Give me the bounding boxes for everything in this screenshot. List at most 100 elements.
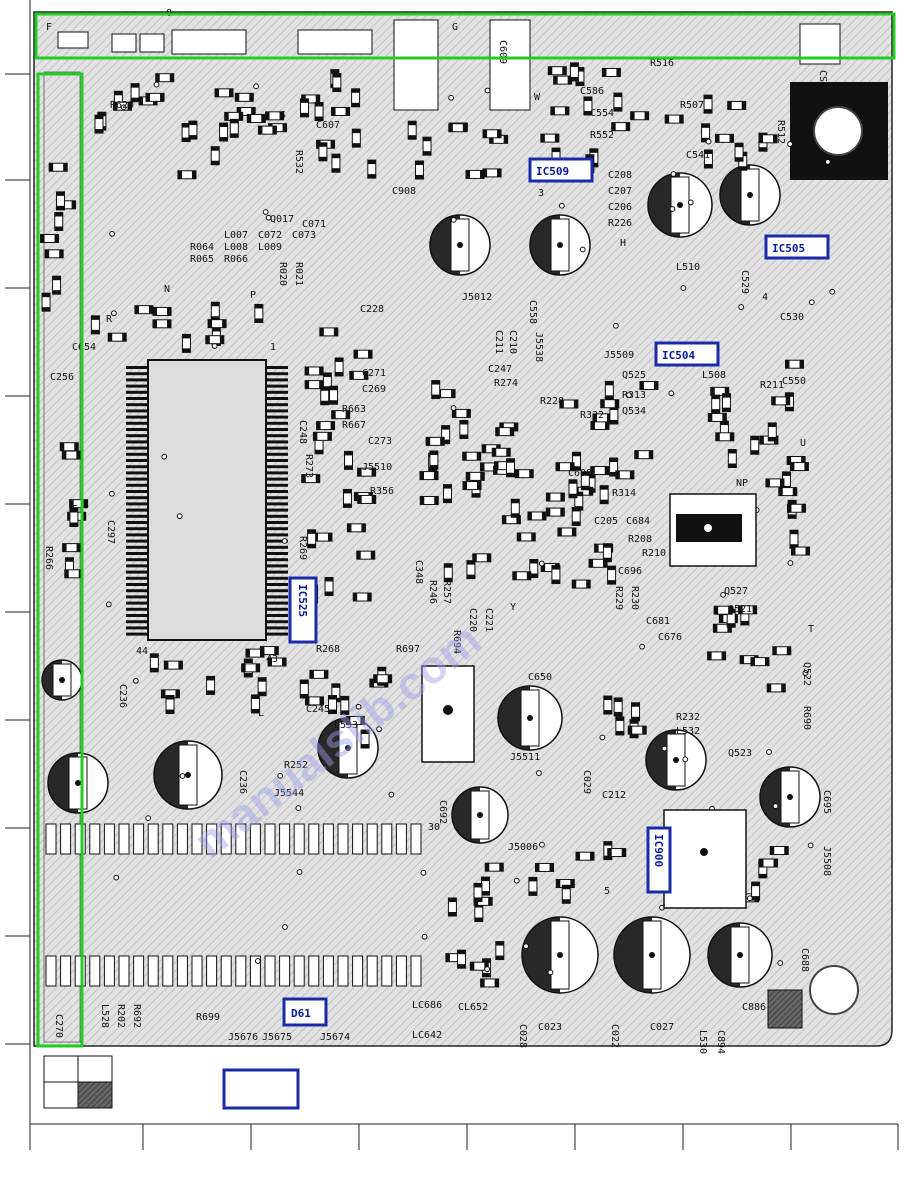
- silkscreen-label-c028: C028: [517, 1024, 528, 1048]
- silkscreen-label-c027: C027: [650, 1022, 674, 1033]
- silkscreen-label-y-mark: Y: [510, 602, 516, 613]
- silkscreen-label-c554: C554: [590, 108, 614, 119]
- silkscreen-label-r-mark: R: [106, 314, 113, 325]
- d61-highlight: D61: [282, 997, 328, 1027]
- silkscreen-label-r620: R620: [110, 100, 134, 111]
- highlight-legend-box: [222, 1068, 300, 1110]
- silkscreen-label-c586: C586: [580, 86, 604, 97]
- bottom-connector-bottom: [45, 955, 422, 987]
- mounting-hole-bottom: [809, 965, 859, 1015]
- silkscreen-label-l533: L533: [334, 720, 358, 731]
- silkscreen-label-r274: R274: [494, 378, 518, 389]
- silkscreen-label-c205: C205: [594, 516, 618, 527]
- layer-legend: [43, 1055, 113, 1109]
- silkscreen-label-c684: C684: [626, 516, 650, 527]
- silkscreen-label-c022: C022: [609, 1024, 620, 1048]
- silkscreen-label-c607: C607: [316, 120, 340, 131]
- silkscreen-label-c247: C247: [488, 364, 512, 375]
- silkscreen-label-c698: C698: [568, 468, 592, 479]
- highlight-green-left: [36, 72, 84, 1048]
- silkscreen-label-f-mark: F: [46, 22, 52, 33]
- regulator-ic-center: [421, 665, 475, 763]
- silkscreen-label-q521: Q521: [728, 604, 752, 615]
- silkscreen-label-lc642: LC642: [412, 1030, 442, 1041]
- silkscreen-label-c072: C072: [258, 230, 282, 241]
- silkscreen-label-g-mark: G: [452, 22, 458, 33]
- ic504-highlight: IC504: [654, 341, 720, 367]
- silkscreen-label-np: NP: [736, 478, 748, 489]
- silkscreen-label-r208: R208: [628, 534, 652, 545]
- silkscreen-label-q527: Q527: [724, 586, 748, 597]
- silkscreen-label-r020: R020: [277, 262, 288, 286]
- silkscreen-label-q523: Q523: [728, 748, 752, 759]
- silkscreen-label-r532: R532: [293, 150, 304, 174]
- main-qfp-ic: [126, 359, 288, 641]
- silkscreen-label-j5510: J5510: [362, 462, 392, 473]
- silkscreen-label-c558: C558: [527, 300, 538, 324]
- terminal-block: [767, 989, 803, 1029]
- silkscreen-label-c908: C908: [392, 186, 416, 197]
- silkscreen-label-c609: C609: [497, 40, 508, 64]
- silkscreen-label-c650: C650: [528, 672, 552, 683]
- silkscreen-label-c273: C273: [368, 436, 392, 447]
- silkscreen-label-r699: R699: [196, 1012, 220, 1023]
- silkscreen-label-c248: C248: [297, 420, 308, 444]
- silkscreen-label-q522: Q522: [801, 662, 812, 686]
- silkscreen-label-j5508: J5508: [821, 846, 832, 876]
- silkscreen-label-c206: C206: [608, 202, 632, 213]
- silkscreen-label-c270: C270: [53, 1014, 64, 1038]
- silkscreen-label-r252: R252: [284, 760, 308, 771]
- silkscreen-label-r663: R663: [342, 404, 366, 415]
- silkscreen-label-r202: R202: [115, 1004, 126, 1028]
- silkscreen-label-pin4: 4: [762, 292, 768, 303]
- ic504-label: IC504: [662, 349, 695, 362]
- silkscreen-label-r273: R273: [303, 454, 314, 478]
- silkscreen-label-r552: R552: [590, 130, 614, 141]
- silkscreen-label-j5511: J5511: [510, 752, 540, 763]
- silkscreen-label-c530: C530: [780, 312, 804, 323]
- silkscreen-label-l-mark: L: [258, 708, 264, 719]
- silkscreen-label-c220: C220: [467, 608, 478, 632]
- silkscreen-label-c212: C212: [602, 790, 626, 801]
- silkscreen-label-c210: C210: [507, 330, 518, 354]
- silkscreen-label-l008: L008: [224, 242, 248, 253]
- silkscreen-label-s-mark: S: [280, 110, 286, 121]
- silkscreen-label-c207: C207: [608, 186, 632, 197]
- ic505-highlight: IC505: [764, 234, 830, 260]
- silkscreen-label-l508: L508: [702, 370, 726, 381]
- silkscreen-label-r313: R313: [622, 390, 646, 401]
- silkscreen-label-r226: R226: [608, 218, 632, 229]
- silkscreen-label-c654: C654: [72, 342, 96, 353]
- silkscreen-label-c221: C221: [483, 608, 494, 632]
- ic900-label: IC900: [652, 834, 665, 867]
- silkscreen-label-pin30: 30: [428, 822, 440, 833]
- silkscreen-label-r230: R230: [629, 586, 640, 610]
- ic505-label: IC505: [772, 242, 805, 255]
- silkscreen-label-l510: L510: [676, 262, 700, 273]
- ic525-label: IC525: [296, 584, 309, 617]
- silkscreen-label-c271: C271: [362, 368, 386, 379]
- silkscreen-label-j5675: J5675: [262, 1032, 292, 1043]
- ic900-highlight: IC900: [646, 826, 672, 894]
- silkscreen-label-r507: R507: [680, 100, 704, 111]
- silkscreen-label-l007: L007: [224, 230, 248, 241]
- regulator-ic-right: [669, 493, 757, 567]
- silkscreen-label-c529: C529: [739, 270, 750, 294]
- silkscreen-label-c023: C023: [538, 1022, 562, 1033]
- silkscreen-label-j5012: J5012: [462, 292, 492, 303]
- silkscreen-label-c894: C894: [715, 1030, 726, 1054]
- silkscreen-label-l530: L530: [697, 1030, 708, 1054]
- silkscreen-label-r269: R269: [297, 536, 308, 560]
- ic509-label: IC509: [536, 165, 569, 178]
- silkscreen-label-q525: Q525: [622, 370, 646, 381]
- silkscreen-label-p-mark: P: [250, 290, 256, 301]
- silkscreen-label-r266: R266: [43, 546, 54, 570]
- silkscreen-labels: CS05R516C609R620C586C554R552R507C541C208…: [43, 8, 832, 1054]
- silkscreen-label-r322: R322: [580, 410, 604, 421]
- top-header-components: [57, 19, 841, 111]
- silkscreen-label-q534: Q534: [622, 406, 646, 417]
- smd-components: [40, 62, 836, 988]
- silkscreen-label-l532: L532: [676, 726, 700, 737]
- silkscreen-label-r210: R210: [642, 548, 666, 559]
- silkscreen-label-r697: R697: [396, 644, 420, 655]
